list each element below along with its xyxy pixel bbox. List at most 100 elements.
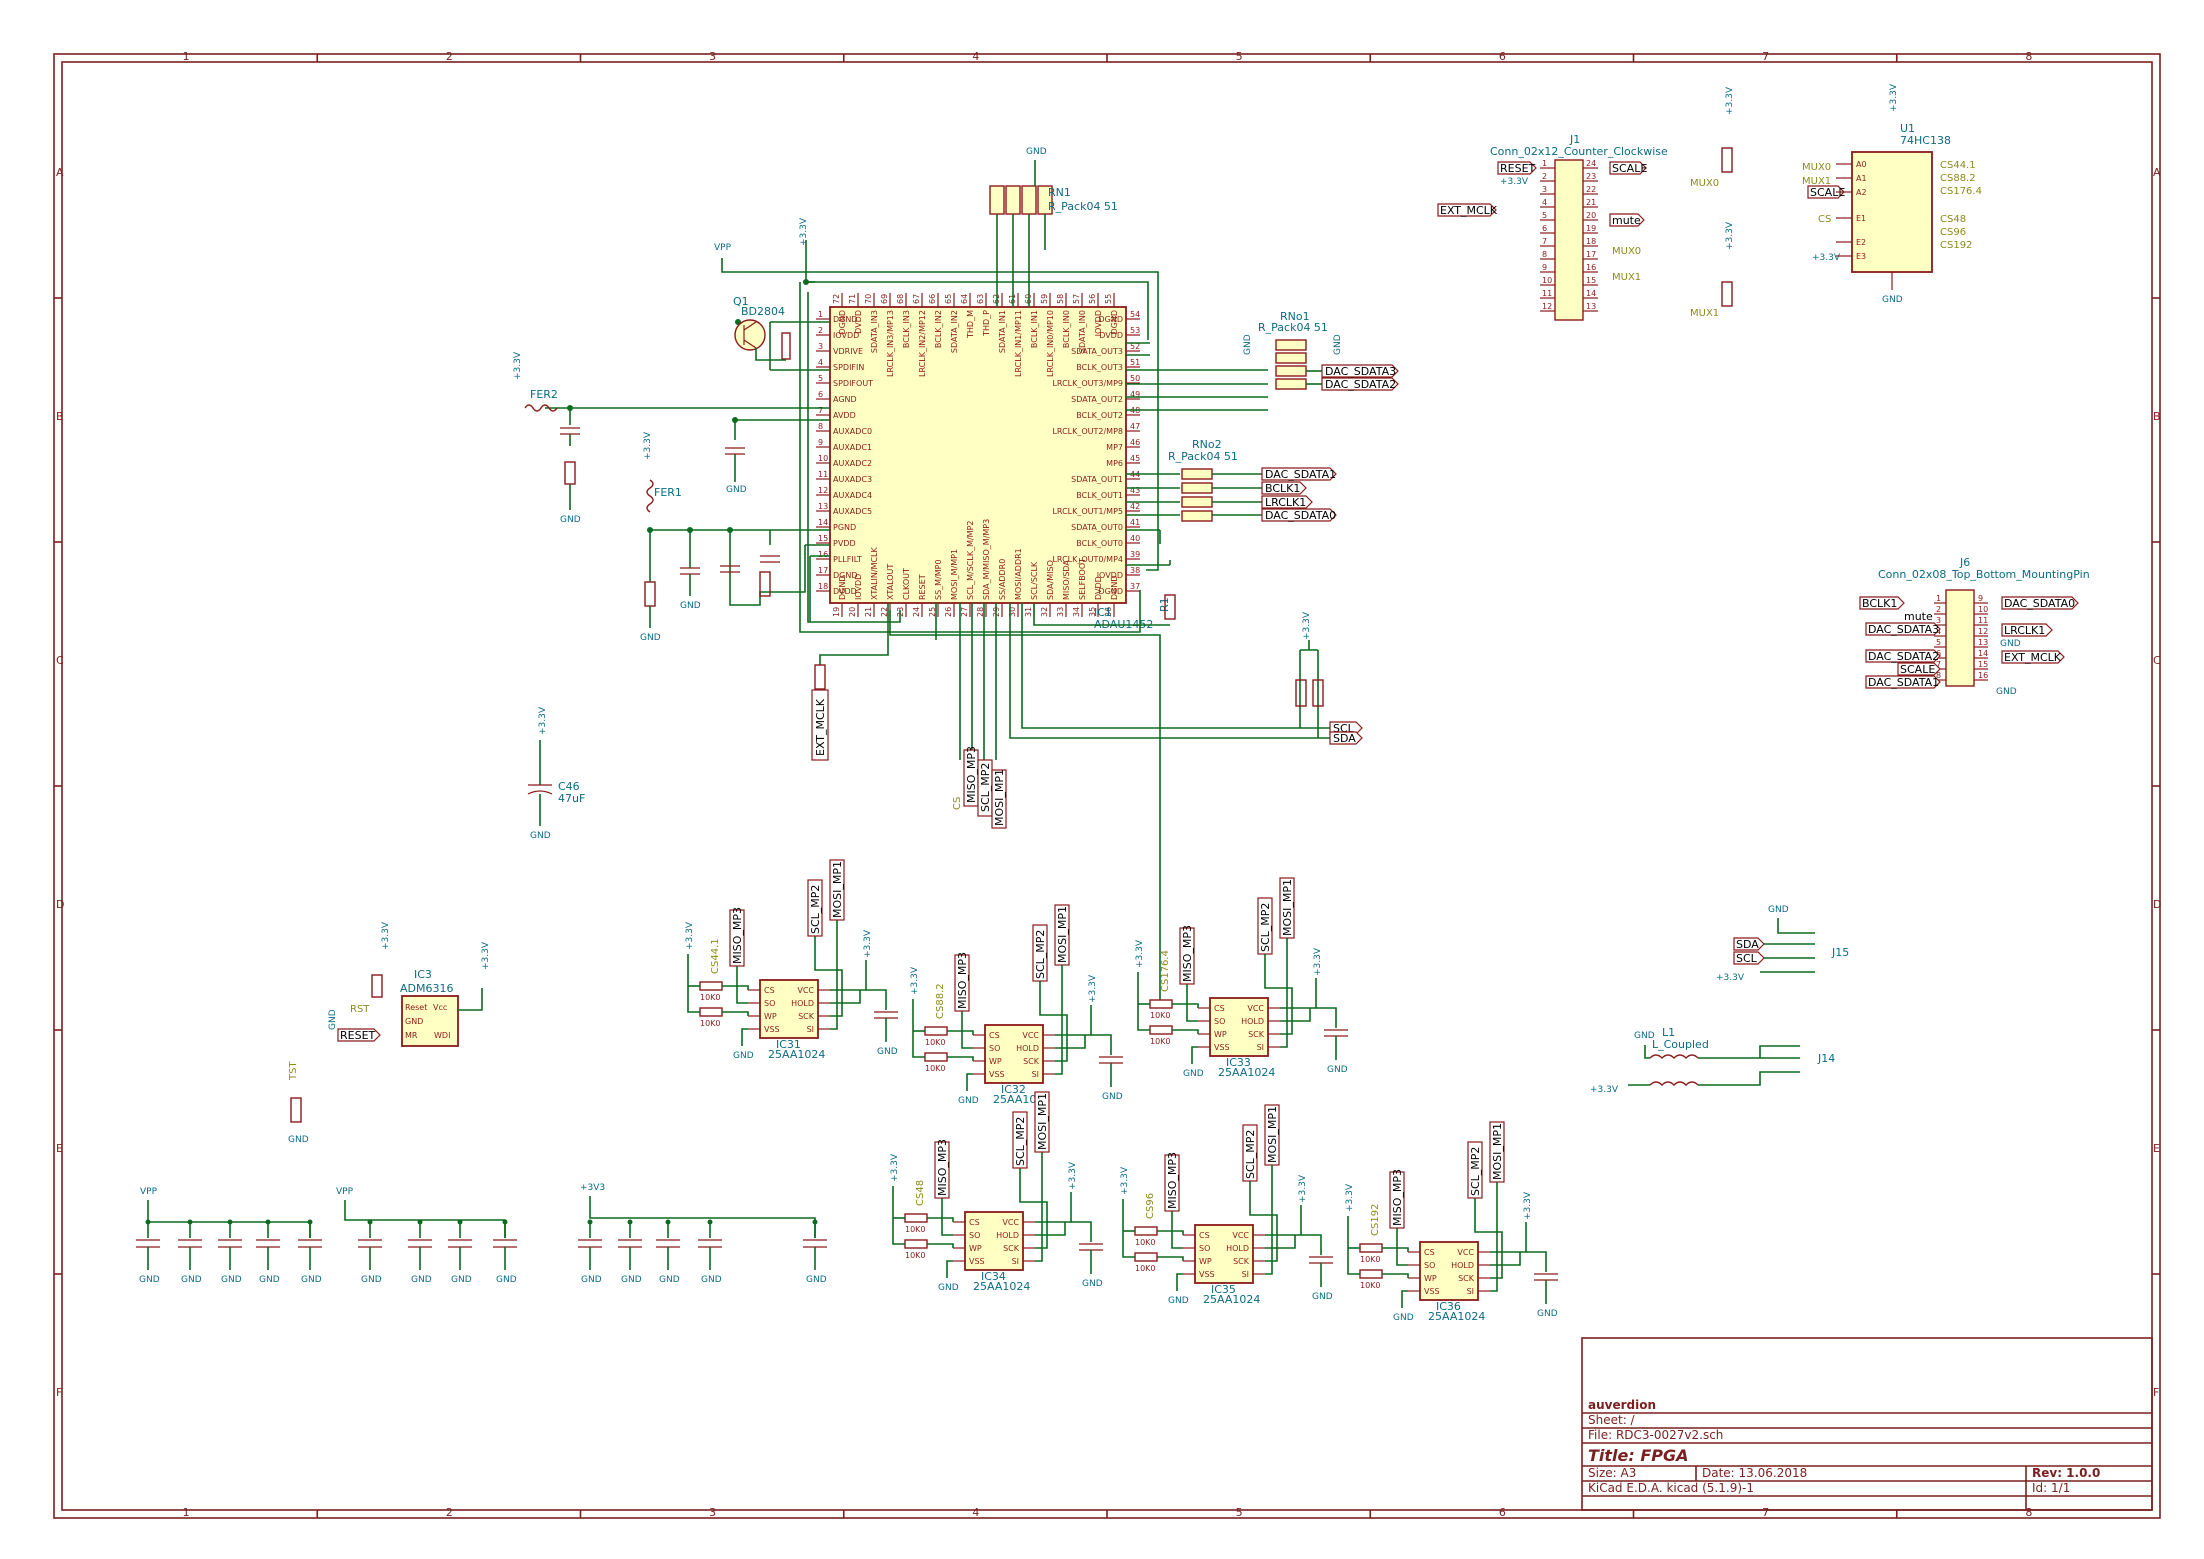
frame-row-left: E bbox=[56, 1142, 63, 1155]
ic-top-pin-num: 68 bbox=[896, 294, 905, 304]
j6-pin-num: 10 bbox=[1978, 605, 1988, 614]
u1-in-v33: +3.3V bbox=[1812, 253, 1841, 263]
gnd-rn1: GND bbox=[1026, 147, 1047, 157]
flash-pin-left: VSS bbox=[969, 1257, 985, 1266]
frame-col-bottom: 2 bbox=[446, 1506, 453, 1519]
ic-bottom-pin: XTALOUT bbox=[886, 564, 895, 600]
frame-col-top: 8 bbox=[2025, 50, 2032, 63]
ic-right-pin-num: 45 bbox=[1130, 454, 1140, 463]
v33-i2c: +3.3V bbox=[1302, 611, 1312, 640]
svg-text:A0: A0 bbox=[1856, 160, 1867, 169]
flash-mosi-label: MOSI_MP1 bbox=[1056, 906, 1069, 963]
v33-j14: +3.3V bbox=[1590, 1085, 1619, 1095]
ic-left-pin: DVDD bbox=[833, 587, 857, 596]
flash-pin-right: SCK bbox=[798, 1012, 815, 1021]
ic-right-pin-num: 46 bbox=[1130, 438, 1140, 447]
flash-miso-label: MISO_MP3 bbox=[1166, 1152, 1179, 1209]
ic-top-pin-num: 71 bbox=[848, 294, 857, 304]
cs-label-main: CS bbox=[952, 797, 963, 810]
ic-bottom-pin-num: 22 bbox=[880, 607, 889, 617]
u1-out3: CS48 bbox=[1940, 214, 1966, 225]
v33-main: +3.3V bbox=[799, 217, 809, 246]
flash-ref: IC31 bbox=[776, 1038, 801, 1051]
v33-fer: +3.3V bbox=[513, 351, 523, 380]
flash-pin-left: SO bbox=[969, 1231, 980, 1240]
j6-gnd2: GND bbox=[1996, 687, 2017, 697]
connector-j15: GND SDA SCL +3.3V J15 bbox=[1716, 905, 1849, 983]
miso-mp3-label: MISO_MP3 bbox=[965, 746, 978, 803]
mux-pullups: +3.3V MUX0 +3.3V MUX1 bbox=[1690, 86, 1735, 319]
flash-pin-right: HOLD bbox=[1226, 1244, 1249, 1253]
flash-res-val: 10K0 bbox=[1360, 1281, 1381, 1290]
flash-value: 25AA1024 bbox=[973, 1280, 1030, 1293]
frame-col-top: 5 bbox=[1236, 50, 1243, 63]
flash-v33: +3.3V bbox=[1345, 1183, 1355, 1212]
ic-bottom-pin-num: 21 bbox=[864, 607, 873, 617]
flash-ref: IC33 bbox=[1226, 1056, 1251, 1069]
ic-right-pin: LRCLK_OUT0/MP4 bbox=[1052, 555, 1123, 564]
frame-row-left: C bbox=[56, 654, 64, 667]
u1-in-mux0: MUX0 bbox=[1802, 162, 1831, 173]
connector-j14: GND L1 L_Coupled +3.3V J14 bbox=[1590, 1026, 1835, 1095]
ic-left-pin: PLLFILT bbox=[833, 555, 862, 564]
cap-gnd: GND bbox=[581, 1275, 602, 1285]
ferrite-ref: FER2 bbox=[530, 388, 558, 401]
flash-scl-label: SCL_MP2 bbox=[1034, 930, 1047, 979]
flash-pin-right: VCC bbox=[1002, 1218, 1019, 1227]
flash-v33: +3.3V bbox=[910, 966, 920, 995]
flash-res-val: 10K0 bbox=[1135, 1238, 1156, 1247]
ic-top-pin-num: 65 bbox=[944, 294, 953, 304]
j1-pin-num: 12 bbox=[1542, 302, 1552, 311]
u1-value: 74HC138 bbox=[1900, 134, 1951, 147]
flash-pin-right: SI bbox=[1257, 1043, 1264, 1052]
flash-mosi-label: MOSI_MP1 bbox=[1281, 879, 1294, 936]
gnd-rno1a: GND bbox=[1243, 334, 1253, 355]
flash-pin-right: SCK bbox=[1248, 1030, 1265, 1039]
j1-pin-num: 14 bbox=[1586, 289, 1596, 298]
flash-pin-left: CS bbox=[1199, 1231, 1210, 1240]
ic-right-pin: DGND bbox=[1098, 587, 1123, 596]
ic-right-pin: SDATA_OUT3 bbox=[1071, 347, 1123, 356]
flash-pin-right: SCK bbox=[1023, 1057, 1040, 1066]
rno2-ref: RNo2 bbox=[1192, 438, 1222, 451]
ic3-pin-reset: Reset bbox=[405, 1003, 427, 1012]
j6-pin-num: 9 bbox=[1978, 594, 1983, 603]
flash-pin-left: CS bbox=[969, 1218, 980, 1227]
frame-row-right: D bbox=[2153, 898, 2161, 911]
flash-pin-left: CS bbox=[989, 1031, 1000, 1040]
flash-pin-right: VCC bbox=[1457, 1248, 1474, 1257]
flash-ref: IC32 bbox=[1001, 1083, 1026, 1096]
v33-u1: +3.3V bbox=[1889, 83, 1899, 112]
j6-pin-num: 15 bbox=[1978, 660, 1988, 669]
c46-ref: C46 bbox=[558, 780, 580, 793]
ic-left-pin-num: 11 bbox=[818, 470, 828, 479]
flash-res-val: 10K0 bbox=[1135, 1264, 1156, 1273]
sda-label: SDA bbox=[1333, 732, 1356, 745]
flash-cap-gnd: GND bbox=[1327, 1065, 1348, 1075]
rn1-pack: RN1 R_Pack04 51 GND bbox=[989, 147, 1118, 307]
j6-mute: mute bbox=[1904, 610, 1933, 623]
cap-gnd: GND bbox=[701, 1275, 722, 1285]
ic-left-pin: PVDD bbox=[833, 539, 856, 548]
ic3-pin-gnd: GND bbox=[405, 1017, 423, 1026]
flash-pin-left: VSS bbox=[989, 1070, 1005, 1079]
flash-mosi-label: MOSI_MP1 bbox=[1266, 1106, 1279, 1163]
j6-pin-num: 3 bbox=[1936, 616, 1941, 625]
spi-flash-chip: CSSOWPVSSVCCHOLDSCKSIIC3325AA1024CS176.4… bbox=[1135, 877, 1348, 1079]
u1-in-scale: SCALE bbox=[1810, 186, 1845, 199]
frame-row-right: B bbox=[2153, 410, 2161, 423]
flash-scl-label: SCL_MP2 bbox=[1469, 1147, 1482, 1196]
tb-company: auverdion bbox=[1588, 1398, 1656, 1412]
ic-left-pin-num: 2 bbox=[818, 326, 823, 335]
u1-out5: CS192 bbox=[1940, 240, 1972, 251]
main-dsp-ic: DGND1IOVDD2VDRIVE3SPDIFIN4SPDIFOUT5AGND6… bbox=[816, 293, 1153, 631]
svg-text:E2: E2 bbox=[1856, 238, 1866, 247]
cap-gnd: GND bbox=[181, 1275, 202, 1285]
title-block: auverdion Sheet: / File: RDC3-0027v2.sch… bbox=[1581, 1337, 2153, 1511]
ic-top-pin: LRCLK_IN0/MP10 bbox=[1046, 310, 1055, 377]
frame-col-bottom: 5 bbox=[1236, 1506, 1243, 1519]
